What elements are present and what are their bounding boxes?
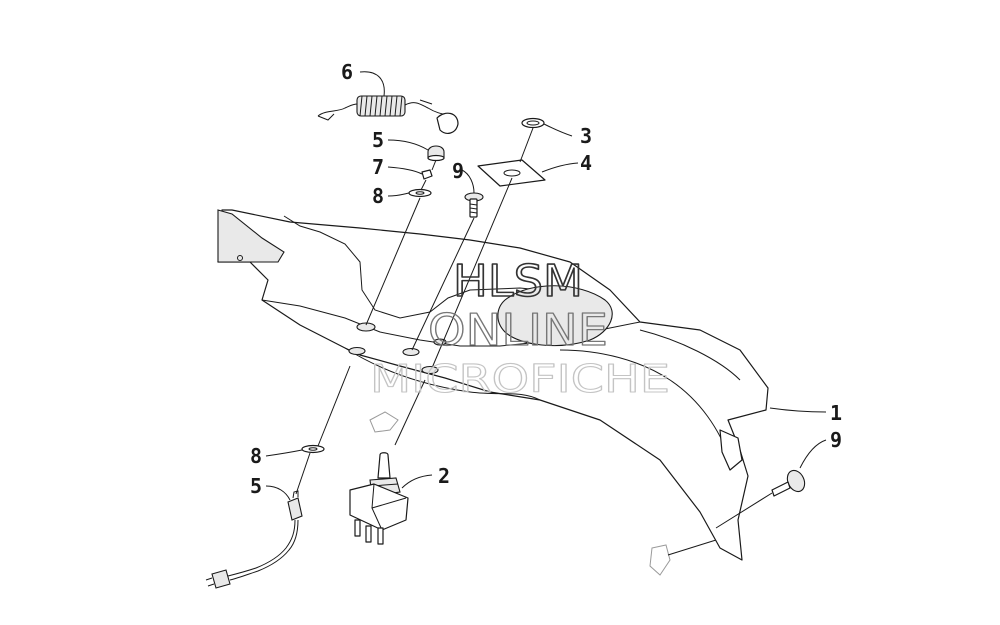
leader-lines (265, 71, 827, 501)
screw-upper (464, 192, 484, 218)
watermark-line-1: HLSM (453, 256, 583, 307)
callout-4: 4 (580, 151, 592, 175)
gasket-plate (477, 159, 546, 187)
callout-5-lower: 5 (250, 474, 262, 498)
grommet-ring (521, 117, 545, 129)
hex-nut (421, 169, 433, 180)
callout-2: 2 (438, 464, 450, 488)
watermark: HLSM ONLINE MICROFICHE (369, 255, 670, 401)
lock-washer-lower (301, 444, 325, 454)
toggle-switch (349, 452, 409, 545)
callout-9-right: 9 (830, 428, 842, 452)
watermark-line-2: ONLINE (428, 305, 608, 356)
console-shroud (217, 209, 769, 576)
assembly-lines (295, 127, 773, 556)
callout-3: 3 (580, 124, 592, 148)
screw-right (771, 469, 806, 497)
watermark-line-3: MICROFICHE (370, 357, 670, 401)
coil-spring (356, 95, 406, 117)
sensor-switch-lead (205, 490, 303, 589)
callout-9-upper: 9 (452, 159, 464, 183)
callout-8-upper: 8 (372, 184, 384, 208)
callout-6: 6 (341, 60, 353, 84)
lock-washer-upper (408, 188, 432, 198)
rubber-boot-cap (427, 145, 445, 162)
callout-1: 1 (830, 401, 842, 425)
callout-7: 7 (372, 155, 384, 179)
callout-8-lower: 8 (250, 444, 262, 468)
spring-tether (317, 95, 459, 134)
callout-labels: 6 5 7 8 9 3 4 1 9 8 5 2 (250, 60, 842, 498)
callout-5-upper: 5 (372, 128, 384, 152)
